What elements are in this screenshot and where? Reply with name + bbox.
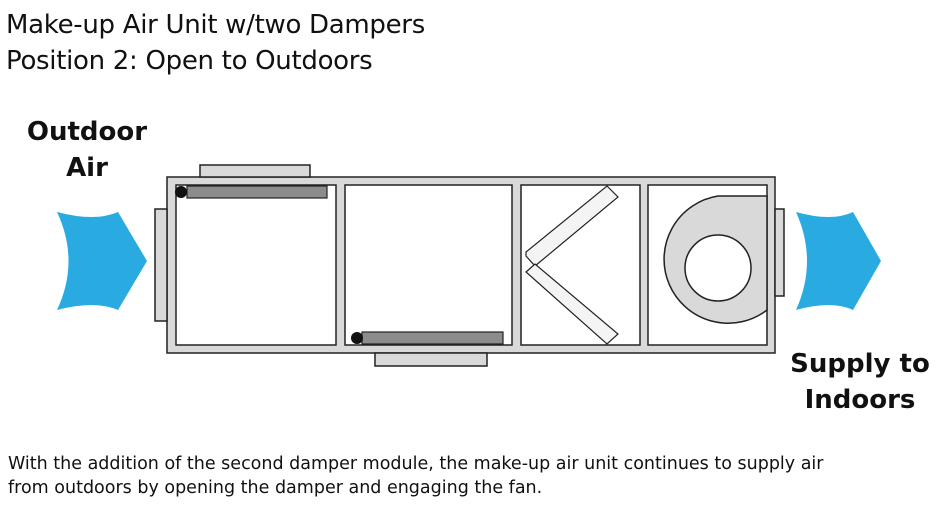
outlet-arrow-icon (796, 212, 881, 310)
outdoor-air-label: Outdoor Air (22, 114, 152, 186)
second-damper-module (344, 184, 513, 346)
supply-indoors-label-line2: Indoors (804, 385, 916, 415)
heat-exchanger-plate-lower (525, 263, 619, 345)
bottom-duct-flange (374, 352, 488, 367)
inlet-arrow-icon (57, 212, 147, 310)
inlet-flange (154, 208, 168, 322)
diagram-subtitle: Position 2: Open to Outdoors (6, 46, 373, 76)
heat-exchanger-plate-upper (525, 185, 619, 267)
diagram-title: Make-up Air Unit w/two Dampers (6, 10, 425, 40)
caption-line2: from outdoors by opening the damper and … (8, 478, 543, 498)
damper-blade-2 (361, 331, 504, 345)
caption-line1: With the addition of the second damper m… (8, 454, 824, 474)
outlet-flange (774, 208, 785, 297)
outdoor-air-label-line1: Outdoor (26, 117, 148, 147)
fan-wheel-icon (684, 234, 752, 302)
damper-pivot-1 (175, 186, 187, 198)
outdoor-air-label-line2: Air (66, 153, 108, 183)
damper-pivot-2 (351, 332, 363, 344)
diagram-caption: With the addition of the second damper m… (8, 452, 918, 500)
supply-indoors-label-line1: Supply to (790, 349, 930, 379)
damper-blade-1 (186, 185, 328, 199)
top-duct-flange (199, 164, 311, 178)
supply-indoors-label: Supply to Indoors (780, 346, 936, 418)
outdoor-damper-module (175, 184, 337, 346)
